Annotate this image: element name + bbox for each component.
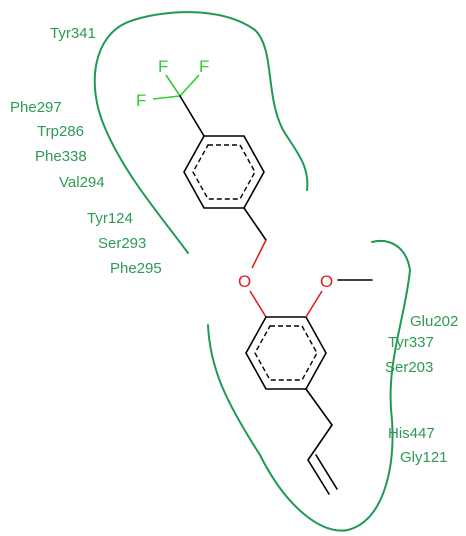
c-f-bond-2 bbox=[179, 74, 200, 97]
ring-allyl-bond bbox=[305, 388, 333, 426]
ring-ch2-bond bbox=[243, 207, 267, 241]
lower-pocket-outline bbox=[207, 240, 412, 532]
residue-label: Ser293 bbox=[98, 235, 146, 252]
residue-label: Tyr337 bbox=[388, 334, 434, 351]
residue-label: His447 bbox=[388, 425, 435, 442]
oxygen-methoxy-atom: O bbox=[320, 272, 333, 291]
ch2-oxygen-bond bbox=[251, 239, 267, 269]
fluorine-atom-3: F bbox=[136, 91, 146, 110]
upper-ring-aromatic-inner bbox=[192, 144, 256, 200]
residue-label: Gly121 bbox=[400, 449, 448, 466]
residue-label: Val294 bbox=[59, 174, 105, 191]
allyl-double-bond-a bbox=[307, 459, 330, 495]
lower-benzene-ring bbox=[245, 316, 327, 390]
residue-label: Phe297 bbox=[10, 99, 62, 116]
ring-methoxy-oxygen-bond bbox=[305, 290, 323, 318]
residue-label: Phe295 bbox=[110, 260, 162, 277]
cf3-ring-bond bbox=[179, 95, 205, 137]
upper-benzene-ring bbox=[183, 135, 265, 209]
c-f-bond-3 bbox=[152, 95, 181, 100]
residue-label: Ser203 bbox=[385, 359, 433, 376]
residue-label: Phe338 bbox=[35, 148, 87, 165]
allyl-double-bond-b bbox=[315, 454, 338, 490]
fluorine-atom-2: F bbox=[199, 57, 209, 76]
fluorine-atom-1: F bbox=[158, 57, 168, 76]
oxygen-ether-atom: O bbox=[238, 272, 251, 291]
residue-label: Trp286 bbox=[37, 123, 84, 140]
upper-pocket-outline bbox=[93, 11, 309, 254]
lower-ring-aromatic-inner bbox=[254, 325, 318, 381]
residue-label: Tyr341 bbox=[50, 25, 96, 42]
residue-label: Glu202 bbox=[410, 313, 458, 330]
allyl-single-bond bbox=[307, 424, 333, 461]
c-f-bond-1 bbox=[165, 74, 181, 97]
residue-label: Tyr124 bbox=[87, 210, 133, 227]
oxygen-ring-bond bbox=[249, 290, 267, 318]
